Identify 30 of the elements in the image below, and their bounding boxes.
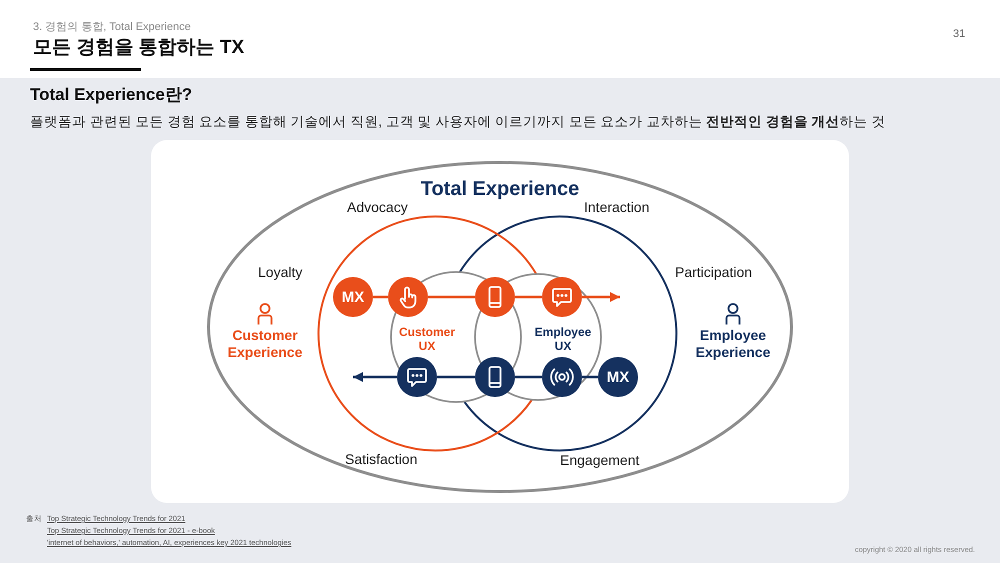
circle-label: Employee UX <box>534 325 592 354</box>
phone-icon <box>475 277 515 317</box>
page-number: 31 <box>953 28 966 42</box>
connector-line <box>373 296 388 298</box>
chat-icon <box>397 357 437 397</box>
breadcrumb: 3. 경험의 통합, Total Experience <box>33 21 191 34</box>
arrow <box>582 292 620 302</box>
page-title: 모든 경험을 통합하는 TX <box>33 37 244 60</box>
arrow <box>353 372 397 382</box>
ring-label: Loyalty <box>258 264 302 281</box>
ellipse-heading: Total Experience <box>420 177 580 201</box>
circle-heading: Employee Experience <box>694 327 772 361</box>
connector-line <box>515 376 542 378</box>
hand-pointer-icon <box>388 277 428 317</box>
broadcast-icon <box>542 357 582 397</box>
section-heading: Total Experience란? <box>30 85 192 106</box>
description-text: 플랫폼과 관련된 모든 경험 요소를 통합해 기술에서 직원, 고객 및 사용자에 이르기까지 모든 요소가 교차하는 전반적인 경험을 개선하는 것 <box>30 114 886 130</box>
connector-line <box>428 296 475 298</box>
connector-line <box>437 376 475 378</box>
connector-line <box>582 376 598 378</box>
phone-icon <box>475 357 515 397</box>
ring-label: Advocacy <box>347 199 408 216</box>
ring-label: Interaction <box>584 199 650 216</box>
chat-icon <box>542 277 582 317</box>
circle-label: Customer UX <box>398 325 456 354</box>
ring-label: Satisfaction <box>345 451 418 468</box>
connector-line <box>515 296 542 298</box>
ring-label: Engagement <box>560 452 640 469</box>
circle-heading: Customer Experience <box>226 327 304 361</box>
ring-label: Participation <box>675 264 752 281</box>
